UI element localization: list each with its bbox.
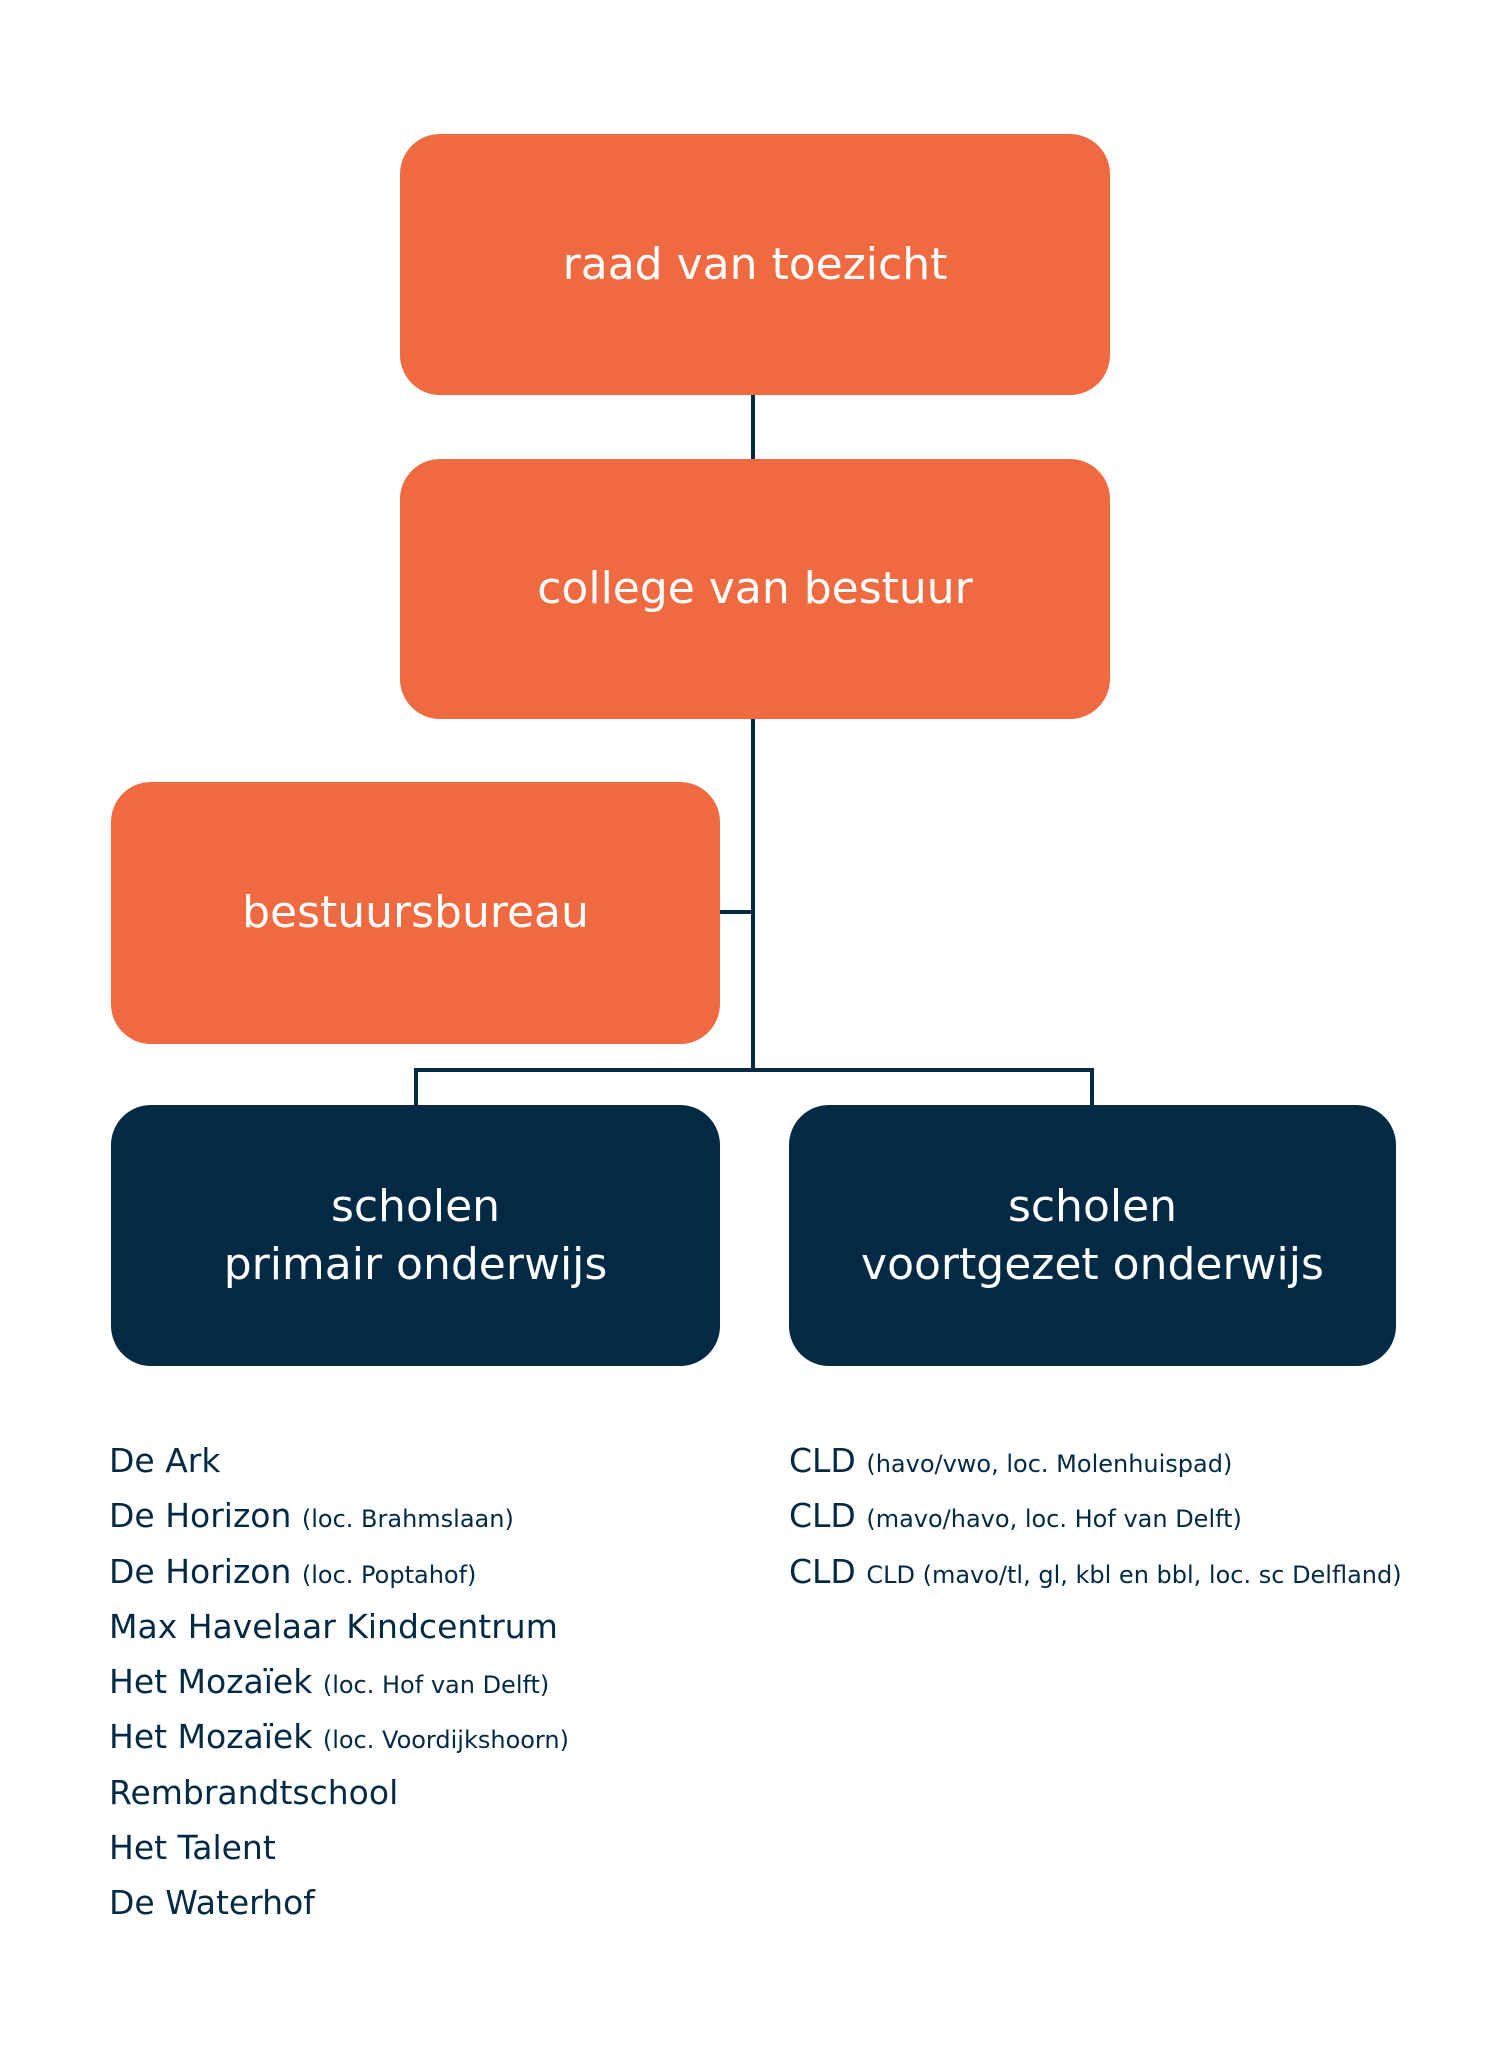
school-item: Max Havelaar Kindcentrum	[109, 1599, 569, 1654]
school-name: Het Mozaïek	[109, 1662, 313, 1702]
school-location: (loc. Poptahof)	[301, 1560, 477, 1589]
node-label-line1: scholen	[330, 1181, 501, 1233]
node-label-line2: primair onderwijs	[223, 1238, 608, 1290]
node-label: college van bestuur	[537, 563, 973, 615]
connector-vo	[1090, 1068, 1094, 1108]
school-name: Het Talent	[109, 1828, 276, 1868]
school-name: CLD	[789, 1441, 856, 1480]
school-item: De Waterhof	[109, 1875, 569, 1930]
school-name: De Horizon	[109, 1551, 292, 1591]
school-name: Rembrandtschool	[109, 1772, 399, 1812]
node-raad-van-toezicht: raad van toezicht	[400, 134, 1110, 395]
school-name: Het Mozaïek	[109, 1717, 313, 1757]
school-name: De Ark	[109, 1441, 221, 1480]
school-item: CLD (havo/vwo, loc. Molenhuispad)	[789, 1433, 1402, 1488]
school-location: CLD (mavo/tl, gl, kbl en bbl, loc. sc De…	[866, 1560, 1402, 1589]
school-name: CLD	[789, 1551, 856, 1591]
school-item: Het Mozaïek (loc. Voordijkshoorn)	[109, 1709, 569, 1764]
node-label: bestuursbureau	[242, 887, 589, 939]
node-college-van-bestuur: college van bestuur	[400, 459, 1110, 719]
school-item: CLD CLD (mavo/tl, gl, kbl en bbl, loc. s…	[789, 1544, 1402, 1599]
school-name: CLD	[789, 1496, 856, 1536]
school-item: Rembrandtschool	[109, 1765, 569, 1820]
school-item: CLD (mavo/havo, loc. Hof van Delft)	[789, 1488, 1402, 1543]
node-scholen-vo: scholen voortgezet onderwijs	[789, 1105, 1396, 1366]
school-item: Het Talent	[109, 1820, 569, 1875]
node-label-line2: voortgezet onderwijs	[861, 1238, 1324, 1290]
school-location: (loc. Brahmslaan)	[301, 1505, 514, 1534]
node-scholen-po: scholen primair onderwijs	[111, 1105, 720, 1366]
node-label: raad van toezicht	[562, 238, 948, 290]
school-name: De Horizon	[109, 1496, 292, 1536]
connector-vertical-main	[751, 395, 755, 1072]
connector-po	[414, 1068, 418, 1108]
node-bestuursbureau: bestuursbureau	[111, 782, 720, 1044]
school-item: De Horizon (loc. Poptahof)	[109, 1544, 569, 1599]
school-location: (loc. Voordijkshoorn)	[322, 1726, 569, 1755]
school-location: (mavo/havo, loc. Hof van Delft)	[866, 1505, 1242, 1534]
node-label-line1: scholen	[1007, 1181, 1178, 1233]
connector-horizontal	[414, 1068, 1094, 1072]
school-name: Max Havelaar Kindcentrum	[109, 1606, 558, 1646]
school-name: De Waterhof	[109, 1883, 315, 1923]
school-item: De Ark	[109, 1433, 569, 1488]
school-location: (havo/vwo, loc. Molenhuispad)	[866, 1450, 1233, 1478]
school-item: De Horizon (loc. Brahmslaan)	[109, 1488, 569, 1543]
connector-bureau	[720, 910, 753, 914]
school-location: (loc. Hof van Delft)	[322, 1671, 550, 1700]
vo-school-list: CLD (havo/vwo, loc. Molenhuispad)CLD (ma…	[789, 1433, 1402, 1599]
school-item: Het Mozaïek (loc. Hof van Delft)	[109, 1654, 569, 1709]
